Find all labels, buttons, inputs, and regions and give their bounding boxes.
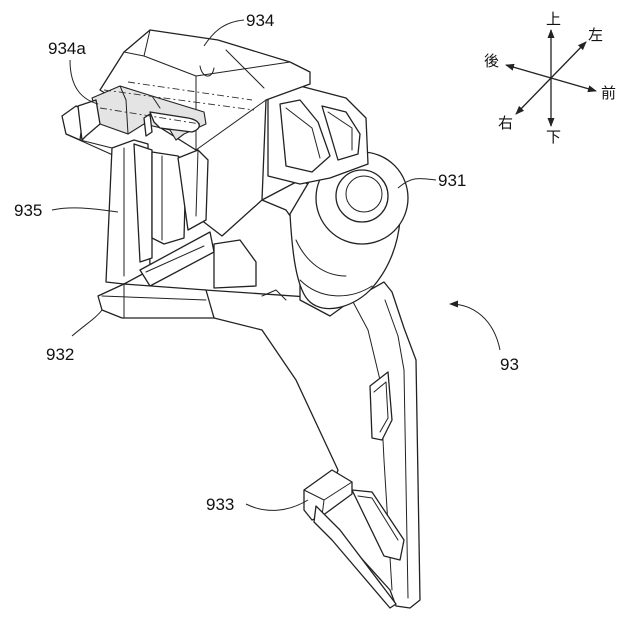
label-93: 93 [500, 355, 519, 374]
leader-935 [52, 208, 118, 212]
direction-up: 上 [546, 10, 561, 28]
foot-932 [98, 284, 214, 318]
arrow-93 [450, 304, 500, 350]
direction-front: 前 [601, 84, 616, 102]
label-934a: 934a [48, 39, 86, 58]
leader-932 [72, 310, 102, 336]
label-932: 932 [46, 345, 74, 364]
leader-933 [246, 500, 308, 510]
bracket-93 [62, 30, 420, 608]
direction-rear: 後 [484, 52, 499, 70]
label-933: 933 [206, 495, 234, 514]
label-931: 931 [438, 171, 466, 190]
label-935: 935 [14, 201, 42, 220]
lower-arm [205, 282, 420, 608]
label-934: 934 [246, 11, 274, 30]
direction-right: 右 [498, 114, 513, 132]
direction-compass: 上 下 左 右 前 後 [484, 10, 616, 146]
direction-down: 下 [546, 128, 561, 146]
direction-left: 左 [588, 26, 603, 44]
